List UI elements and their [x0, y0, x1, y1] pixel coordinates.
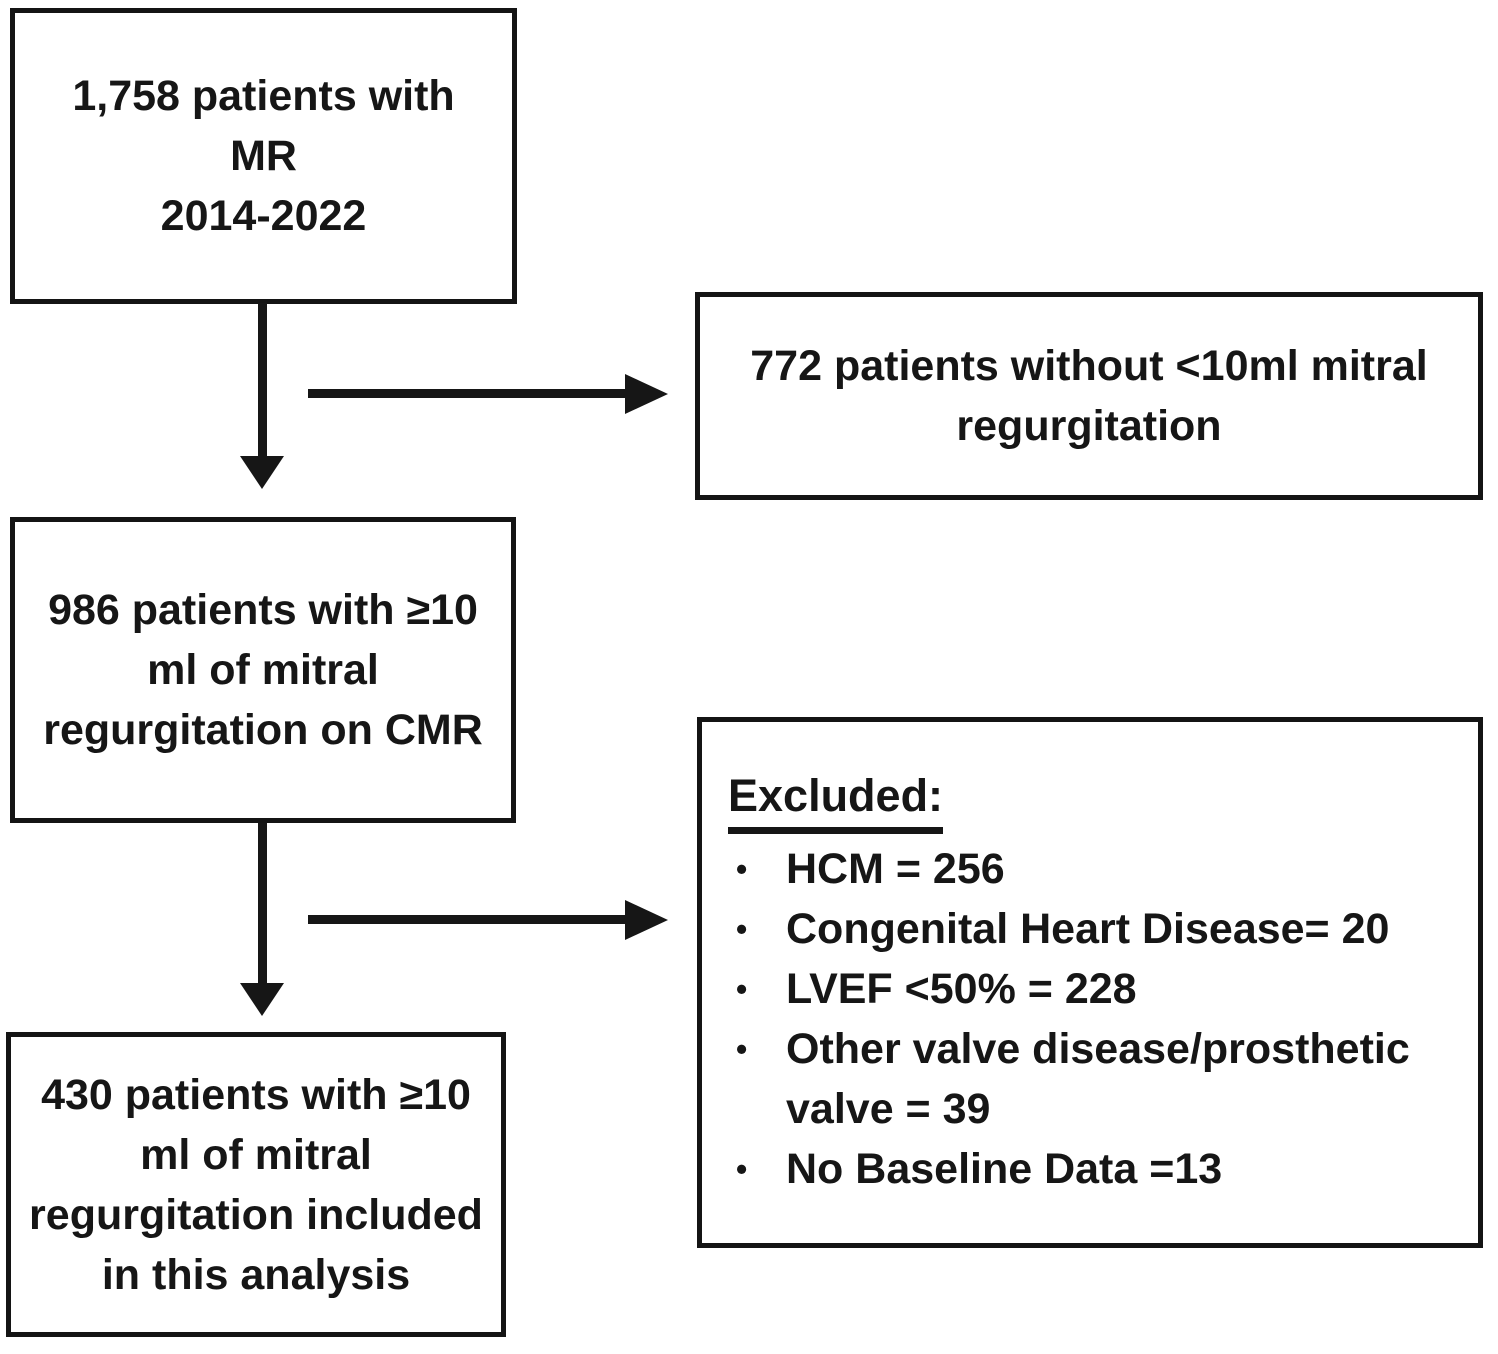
arrow-down-total-to-cmr: [258, 303, 267, 458]
node-text-line: 986 patients with ≥10: [48, 586, 478, 634]
node-text-line: 2014-2022: [160, 192, 367, 240]
excluded-items: • HCM = 256 • Congenital Heart Disease= …: [728, 839, 1448, 1199]
bullet-icon: •: [736, 1151, 748, 1187]
node-text-line: 1,758 patients with: [72, 72, 455, 120]
node-text-line: regurgitation: [956, 402, 1222, 450]
node-total-patients: 1,758 patients with MR 2014-2022: [10, 8, 517, 304]
node-text-line: regurgitation included: [29, 1190, 483, 1239]
arrowhead-down-icon: [240, 456, 284, 489]
excluded-item-text: No Baseline Data =13: [786, 1145, 1223, 1193]
list-item: • HCM = 256: [728, 839, 1448, 899]
node-cmr-patients: 986 patients with ≥10 ml of mitral regur…: [10, 517, 516, 823]
node-included-patients: 430 patients with ≥10 ml of mitral regur…: [6, 1032, 506, 1337]
arrow-right-to-without-box: [308, 389, 628, 398]
node-text-line: ml of mitral: [140, 1130, 372, 1179]
node-excluded-list: Excluded: • HCM = 256 • Congenital Heart…: [697, 717, 1483, 1248]
excluded-title: Excluded:: [728, 766, 944, 834]
node-without-mr: 772 patients without <10ml mitral regurg…: [695, 292, 1483, 500]
excluded-item-text: Other valve disease/prosthetic valve = 3…: [786, 1025, 1410, 1133]
arrow-down-cmr-to-included: [258, 823, 267, 985]
arrow-right-to-excluded-box: [308, 915, 628, 924]
node-text-line: in this analysis: [101, 1250, 411, 1299]
excluded-title-text: Excluded:: [728, 766, 944, 834]
node-text-line: regurgitation on CMR: [43, 706, 483, 754]
list-item: • Congenital Heart Disease= 20: [728, 899, 1448, 959]
bullet-icon: •: [736, 1031, 748, 1067]
list-item: • Other valve disease/prosthetic valve =…: [728, 1019, 1448, 1139]
arrowhead-right-icon: [625, 374, 668, 414]
node-text-line: 430 patients with ≥10: [41, 1070, 471, 1119]
excluded-item-text: LVEF <50% = 228: [786, 965, 1137, 1013]
node-text-line: ml of mitral: [147, 646, 379, 694]
excluded-item-text: Congenital Heart Disease= 20: [786, 905, 1390, 953]
arrowhead-down-icon: [240, 983, 284, 1016]
excluded-item-text: HCM = 256: [786, 845, 1005, 893]
list-item: • No Baseline Data =13: [728, 1139, 1448, 1199]
bullet-icon: •: [736, 971, 748, 1007]
bullet-icon: •: [736, 851, 748, 887]
arrowhead-right-icon: [625, 900, 668, 940]
bullet-icon: •: [736, 911, 748, 947]
node-text-line: MR: [230, 132, 297, 180]
list-item: • LVEF <50% = 228: [728, 959, 1448, 1019]
node-text-line: 772 patients without <10ml mitral: [750, 342, 1428, 390]
